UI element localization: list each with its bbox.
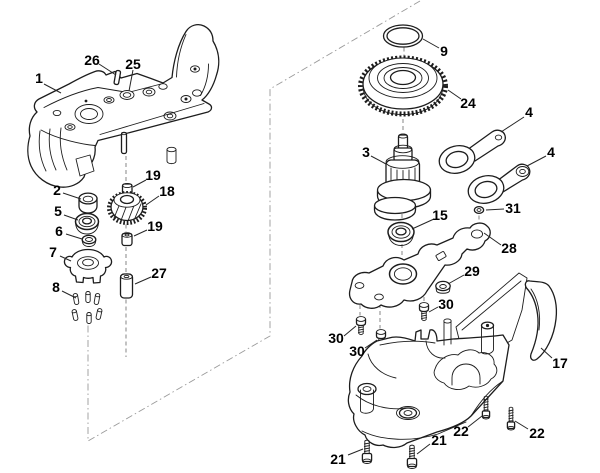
part-label-28-10: 28 <box>501 240 517 256</box>
leader-line-5-17 <box>63 214 79 221</box>
leader-line-19-21 <box>132 179 147 188</box>
part-6-washer <box>81 234 97 247</box>
part-2-bushing <box>78 192 98 214</box>
part-label-7-19: 7 <box>49 244 57 260</box>
leader-line-28-10 <box>483 232 502 246</box>
part-17-housing-cover <box>347 272 558 449</box>
part-label-19-23: 19 <box>147 218 163 234</box>
part-label-30-12: 30 <box>438 296 454 312</box>
leader-line-19-23 <box>133 229 148 237</box>
leader-line-24-4 <box>447 89 462 100</box>
part-label-27-24: 27 <box>151 265 167 281</box>
part-19-pin-lower <box>121 232 133 247</box>
leader-line-22-28 <box>514 420 529 430</box>
leader-line-30-14 <box>364 339 378 349</box>
part-label-22-28: 22 <box>529 425 545 441</box>
part-7-cam-driver <box>63 248 113 284</box>
part-label-6-18: 6 <box>55 223 63 239</box>
part-9-snap-ring <box>382 24 424 48</box>
part-label-29-11: 29 <box>464 263 480 279</box>
part-4-connecting-rod-lower <box>467 163 531 204</box>
leader-line-27-24 <box>134 276 152 285</box>
part-label-15-9: 15 <box>432 207 448 223</box>
part-label-17-15: 17 <box>552 355 568 371</box>
part-29-nut <box>435 280 451 294</box>
part-1-gearbox-housing <box>27 24 220 188</box>
leader-line-4-6 <box>500 116 525 133</box>
leader-line-30-13 <box>343 325 357 337</box>
leader-line-21-26 <box>416 443 431 455</box>
part-label-9-3: 9 <box>440 43 448 59</box>
part-label-30-13: 30 <box>328 330 344 346</box>
leader-line-2-16 <box>62 192 82 200</box>
leader-line-17-15 <box>540 347 553 359</box>
part-label-30-14: 30 <box>349 343 365 359</box>
leader-line-15-9 <box>411 218 435 230</box>
part-label-8-20: 8 <box>52 279 60 295</box>
leader-line-31-8 <box>485 208 505 211</box>
part-label-4-6: 4 <box>525 104 533 120</box>
part-label-31-8: 31 <box>505 200 521 216</box>
part-label-21-25: 21 <box>330 451 346 467</box>
leader-line-30-12 <box>428 306 439 313</box>
leader-line-21-25 <box>347 448 364 456</box>
part-15-ball-bearing <box>387 221 415 246</box>
part-27-pin <box>119 273 134 299</box>
leader-line-6-18 <box>65 233 83 240</box>
part-label-24-4: 24 <box>460 95 476 111</box>
part-4-connecting-rod-upper <box>438 129 506 174</box>
part-label-3-5: 3 <box>362 144 370 160</box>
part-label-21-26: 21 <box>431 432 447 448</box>
part-3-eccentric-shaft <box>373 133 432 221</box>
part-label-4-7: 4 <box>547 144 555 160</box>
leader-line-22-27 <box>467 415 483 428</box>
leader-line-3-5 <box>370 155 387 165</box>
part-5-ball-bearing <box>74 212 100 235</box>
leader-line-18-22 <box>145 195 160 206</box>
part-label-1-0: 1 <box>35 70 43 86</box>
part-label-25-2: 25 <box>125 56 141 72</box>
part-24-ring-gear <box>358 55 448 117</box>
part-18-helical-gear <box>107 191 147 225</box>
part-label-26-1: 26 <box>84 52 100 68</box>
leader-line-1-0 <box>43 83 62 94</box>
section-boundary-line <box>87 0 421 442</box>
part-22-screws <box>481 395 516 431</box>
part-28-guide-plate <box>348 222 491 309</box>
leader-line-8-20 <box>61 290 77 299</box>
leader-line-26-1 <box>98 63 117 76</box>
leader-line-9-3 <box>422 38 440 49</box>
part-31-nut <box>473 205 485 215</box>
part-label-2-16: 2 <box>53 182 61 198</box>
leader-line-4-7 <box>526 155 547 167</box>
leader-line-7-19 <box>59 255 72 262</box>
part-label-22-27: 22 <box>453 423 469 439</box>
part-label-5-17: 5 <box>54 203 62 219</box>
part-26-pin <box>113 69 122 86</box>
part-8-pin-set <box>71 291 103 324</box>
part-label-19-21: 19 <box>145 167 161 183</box>
leader-line-29-11 <box>447 274 465 285</box>
part-label-18-22: 18 <box>159 183 175 199</box>
leader-line-25-2 <box>128 69 134 92</box>
